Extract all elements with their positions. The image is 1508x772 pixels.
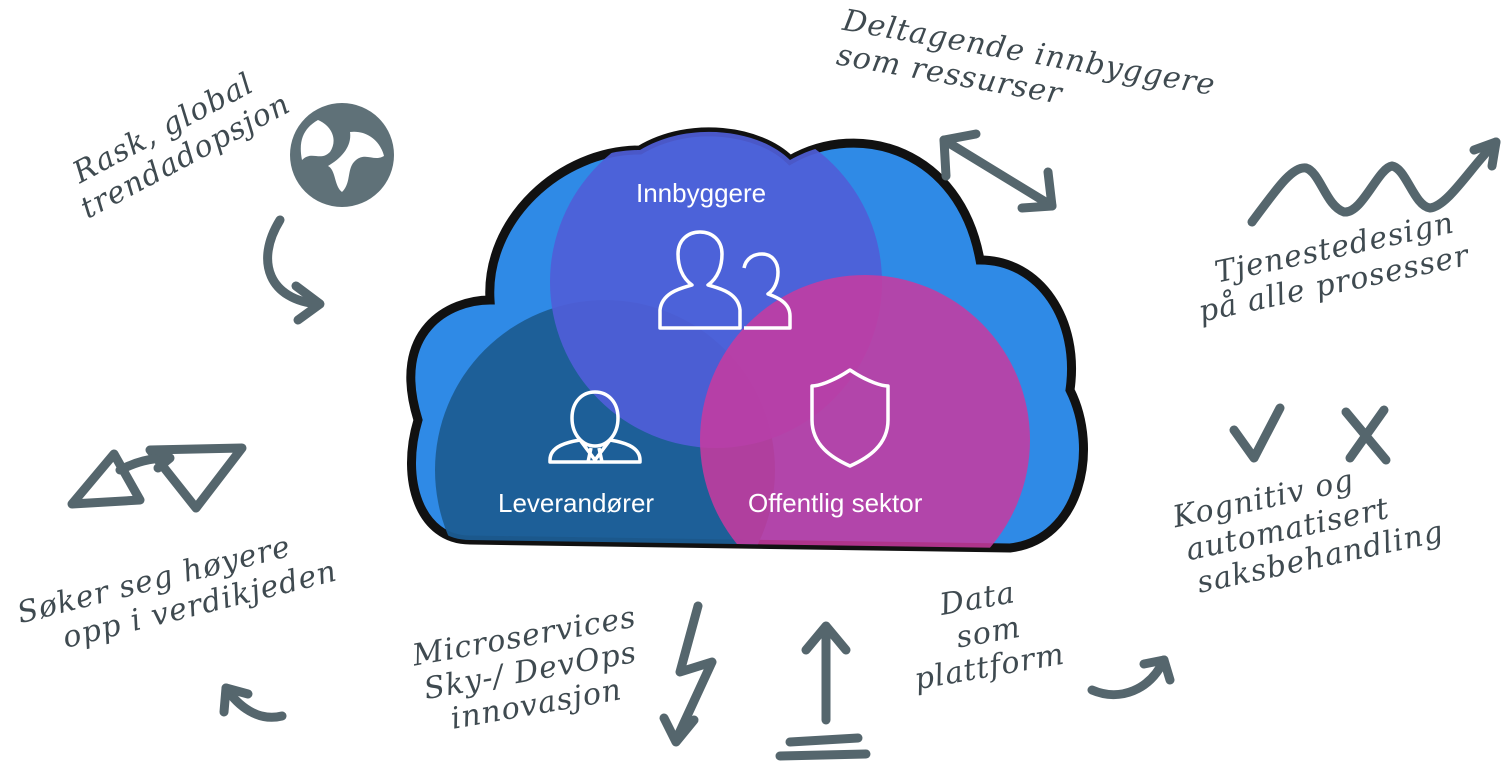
- up-arrow-icon: [775, 621, 871, 761]
- cross-icon: [1341, 405, 1391, 465]
- curved-arrow-left-icon: [219, 683, 287, 722]
- curved-arrow-right-icon: [1087, 655, 1175, 699]
- double-arrow-icon: [939, 129, 1057, 213]
- businessman-icon: [548, 390, 642, 464]
- globe-icon: [290, 103, 394, 207]
- label-suppliers: Leverandører: [498, 488, 655, 518]
- shield-icon: [810, 368, 890, 468]
- check-icon: [1229, 403, 1285, 463]
- circle-public-sector: [700, 275, 1030, 548]
- label-citizens: Innbyggere: [636, 178, 767, 208]
- zigzag-trend-icon: [1247, 137, 1501, 227]
- lightning-arrow-icon: [659, 601, 717, 747]
- user-group-icon: [658, 230, 792, 330]
- curved-arrow-icon: [263, 215, 325, 325]
- label-public-sector: Offentlig sektor: [748, 488, 923, 518]
- cloud: [406, 127, 1088, 553]
- triangles-icon: [67, 443, 247, 513]
